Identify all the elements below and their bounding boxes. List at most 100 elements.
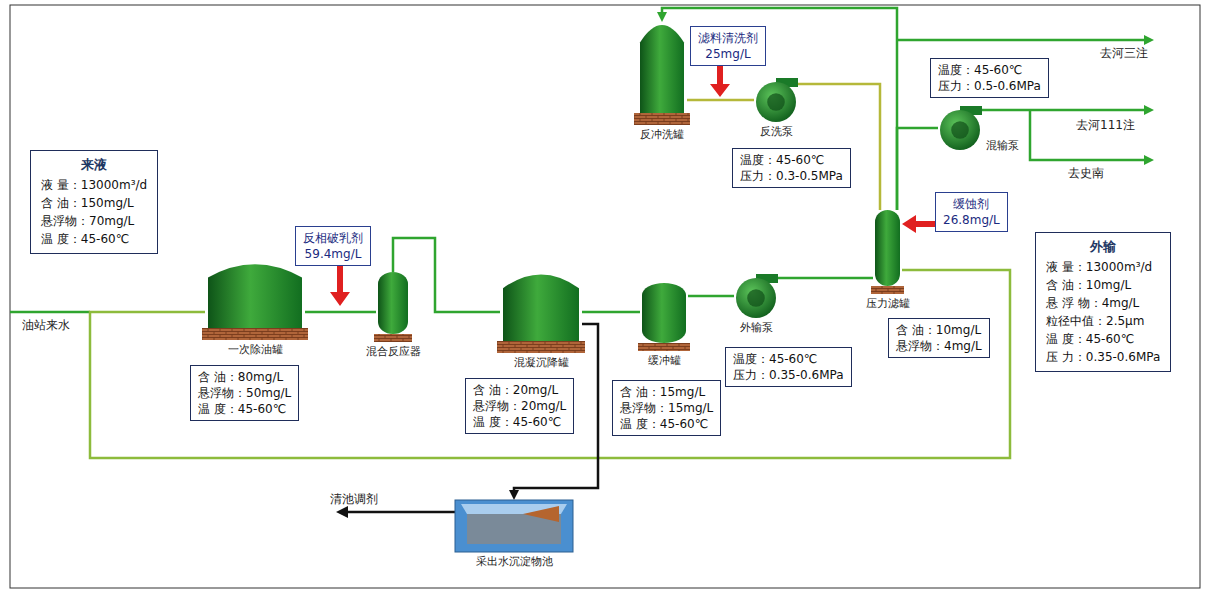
box-text: 滤料清洗剂 <box>698 30 758 46</box>
box-text: 温 度：45-60℃ <box>620 416 713 432</box>
bigtank-symbol <box>500 272 582 353</box>
box-text: 压 力：0.35-0.6MPa <box>1046 348 1160 366</box>
flow-label: 油站来水 <box>22 318 70 332</box>
info-box: 含 油：10mg/L悬浮物：4mg/L <box>888 318 990 358</box>
box-text: 含 油：10mg/L <box>896 322 982 338</box>
bigtank-node: 反冲洗罐 <box>637 22 687 125</box>
equipment-label: 反冲洗罐 <box>640 128 684 141</box>
flow-connector <box>305 311 376 314</box>
pool-wall <box>455 500 573 552</box>
pump-casing <box>756 82 796 122</box>
box-text: 温 度：45-60℃ <box>473 414 566 430</box>
flow-label: 去河111注 <box>1076 118 1135 132</box>
tank-body <box>640 25 684 113</box>
info-box: 温度：45-60℃压力：0.35-0.6MPa <box>725 347 852 387</box>
vessel-symbol <box>640 283 688 351</box>
equipment-label: 外输泵 <box>740 321 773 334</box>
summary-box: 外输液 量：13000m³/d含 油：10mg/L悬 浮 物：4mg/L粒径中值… <box>1035 232 1171 372</box>
brick-base <box>871 286 904 294</box>
vessel-body <box>875 210 900 286</box>
dosing-box: 缓蚀剂26.8mg/L <box>935 192 1008 232</box>
pump-hub <box>951 121 969 139</box>
bigtank-symbol <box>637 22 687 125</box>
flow-connector-group <box>897 128 938 210</box>
box-text: 26.8mg/L <box>943 212 1000 228</box>
box-text: 压力：0.35-0.6MPa <box>733 367 844 383</box>
vessel-node: 压力滤罐 <box>873 210 902 294</box>
pump-casing <box>940 110 980 150</box>
arrow-head <box>902 215 916 233</box>
pump-symbol <box>734 274 778 318</box>
vessel-body <box>378 272 408 334</box>
flow-label: 去河三注 <box>1100 46 1148 60</box>
vessel-symbol <box>873 210 902 294</box>
arrow-head <box>657 12 667 22</box>
flow-connector <box>778 277 873 280</box>
box-text: 含 油：10mg/L <box>1046 276 1160 294</box>
box-text: 缓蚀剂 <box>943 196 1000 212</box>
box-text: 温 度：45-60℃ <box>41 230 147 248</box>
pump-node: 外输泵 <box>734 274 778 318</box>
flow-label: 清池调剂 <box>330 492 378 506</box>
drain-pipe <box>346 511 455 514</box>
pump-hub <box>747 289 765 307</box>
bigtank-node: 混凝沉降罐 <box>500 272 582 353</box>
box-text: 悬浮物：15mg/L <box>620 400 713 416</box>
flow-connector <box>687 99 754 102</box>
box-text: 59.4mg/L <box>303 246 363 262</box>
info-box: 温度：45-60℃压力：0.5-0.6MPa <box>930 58 1049 98</box>
flow-connector <box>915 221 935 227</box>
box-text: 外输 <box>1046 238 1160 256</box>
flow-connector <box>662 8 897 210</box>
inlet-pipe <box>10 311 90 314</box>
vessel-body <box>642 283 686 343</box>
box-text: 含 油：80mg/L <box>198 369 291 385</box>
tank-body <box>503 274 579 341</box>
info-box: 温度：45-60℃压力：0.3-0.5MPa <box>732 148 851 188</box>
outlet-pipe <box>897 39 1144 42</box>
box-text: 液 量：13000m³/d <box>1046 258 1160 276</box>
equipment-label: 缓冲罐 <box>648 354 681 367</box>
dosing-box: 反相破乳剂59.4mg/L <box>295 226 371 266</box>
brick-base <box>374 334 412 342</box>
flow-connector-group <box>902 215 935 233</box>
pool-node: 采出水沉淀物池 <box>455 500 573 552</box>
box-text: 来液 <box>41 156 147 174</box>
flow-connector-group <box>798 84 880 210</box>
dosing-arrow <box>330 266 350 306</box>
dosing-box: 滤料清洗剂25mg/L <box>690 26 766 66</box>
equipment-label: 混合反应器 <box>366 345 421 358</box>
vessel-symbol <box>376 272 410 342</box>
flow-connector <box>688 295 734 298</box>
box-text: 温度：45-60℃ <box>733 351 844 367</box>
arrow-head <box>509 490 519 500</box>
box-text: 温 度：45-60℃ <box>1046 330 1160 348</box>
box-text: 液 量：13000m³/d <box>41 176 147 194</box>
info-box: 含 油：20mg/L悬浮物：20mg/L温 度：45-60℃ <box>465 378 574 434</box>
info-box: 含 油：80mg/L悬浮物：50mg/L温 度：45-60℃ <box>190 365 299 421</box>
frame <box>10 5 1200 588</box>
equipment-label: 反洗泵 <box>760 125 793 138</box>
equipment-label: 采出水沉淀物池 <box>476 555 553 568</box>
brick-base <box>202 328 308 340</box>
flow-connector <box>798 84 880 210</box>
box-text: 温 度：45-60℃ <box>198 401 291 417</box>
box-text: 悬浮物：4mg/L <box>896 338 982 354</box>
equipment-label: 混输泵 <box>986 139 1019 152</box>
brick-base <box>638 343 690 351</box>
box-text: 悬浮物：50mg/L <box>198 385 291 401</box>
pump-node: 混输泵 <box>938 106 982 150</box>
box-text: 悬浮物：20mg/L <box>473 398 566 414</box>
flow-connector-group <box>688 296 734 297</box>
flow-connector-group <box>687 100 754 101</box>
dosing-arrow <box>710 65 730 97</box>
box-text: 压力：0.3-0.5MPa <box>740 168 843 184</box>
equipment-label: 一次除油罐 <box>228 343 283 356</box>
flow-connector <box>393 238 500 312</box>
outlet-pipe <box>982 110 1144 160</box>
flow-label: 去史南 <box>1068 166 1104 180</box>
arrow-head <box>1144 105 1154 165</box>
flow-connector-group <box>393 238 500 312</box>
equipment-label: 压力滤罐 <box>866 297 910 310</box>
